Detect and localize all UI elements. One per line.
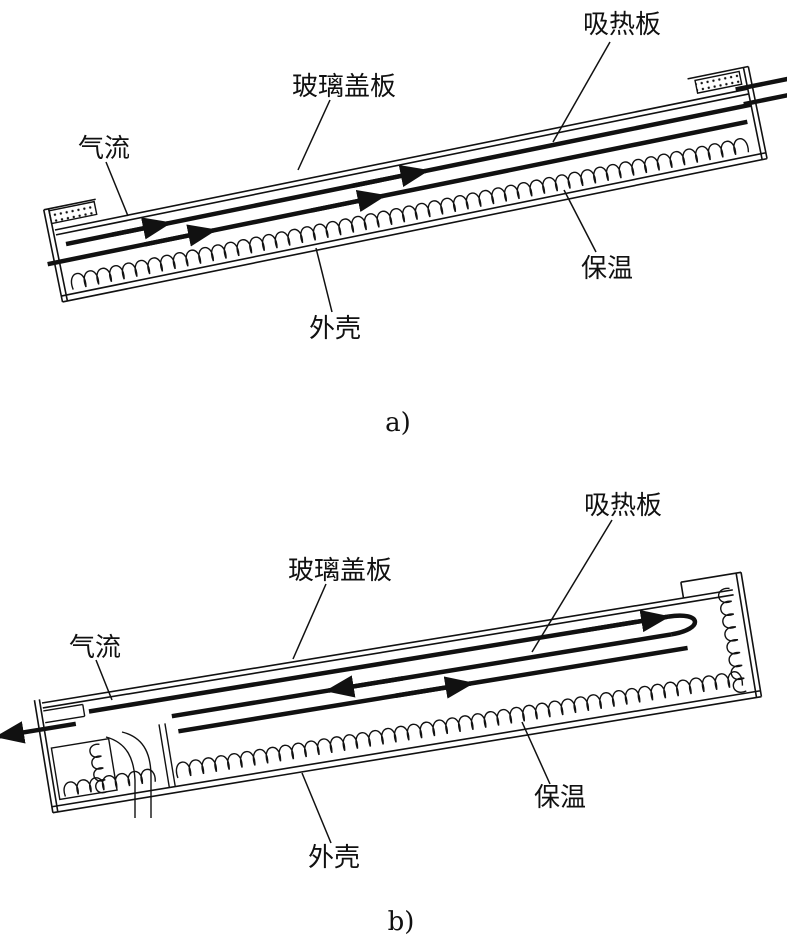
label-insulation-b: 保温 — [534, 783, 586, 813]
caption-b: b) — [388, 907, 415, 937]
insulation-squiggle-left-box — [89, 743, 108, 794]
label-insulation-a: 保温 — [581, 254, 633, 284]
flow-arrow — [111, 217, 172, 240]
flow-arrow — [144, 224, 218, 247]
caption-a: a) — [385, 408, 411, 438]
leader-insulation-b — [521, 721, 551, 785]
internal-divider — [158, 723, 176, 788]
flow-arrow — [395, 676, 475, 699]
leader-shell-a — [315, 247, 333, 313]
glass-cover — [41, 589, 734, 709]
label-glass-b: 玻璃盖板 — [288, 556, 392, 586]
outer-shell — [42, 65, 768, 303]
label-airflow-b: 气流 — [69, 633, 121, 663]
u-turn — [667, 613, 698, 637]
left-insulation-box — [50, 737, 118, 801]
flow-arrow — [582, 609, 671, 633]
leader-absorber-b — [531, 519, 613, 653]
flow-arrow — [351, 164, 430, 189]
insulation-squiggle-left — [63, 768, 156, 797]
leader-insulation-a — [563, 189, 597, 253]
return-flow-line — [171, 632, 672, 719]
leader-glass-b — [292, 583, 327, 660]
insulation-squiggle — [175, 671, 744, 779]
exit-pipe — [121, 731, 152, 818]
flow-arrow — [310, 189, 387, 213]
collector-b — [0, 571, 763, 814]
inlet-duct — [48, 200, 98, 225]
label-glass-a: 玻璃盖板 — [292, 72, 396, 102]
label-absorber-b: 吸热板 — [584, 491, 662, 521]
insulation-squiggle-right-end — [718, 587, 747, 693]
leader-absorber-a — [552, 41, 611, 143]
inlet-duct — [43, 703, 86, 724]
leader-airflow-b — [95, 659, 113, 701]
outer-shell — [33, 571, 763, 814]
upper-flow-line — [88, 614, 669, 714]
label-airflow-a: 气流 — [78, 134, 130, 164]
label-shell-b: 外壳 — [308, 843, 360, 873]
exit-pipe — [105, 736, 136, 818]
outlet-arrow-left — [0, 721, 77, 744]
leader-shell-b — [301, 772, 332, 844]
outlet-arrow — [743, 84, 787, 107]
outlet-duct — [694, 70, 743, 94]
flow-arrow-left — [324, 675, 404, 698]
glass-cover — [54, 88, 749, 236]
leader-glass-a — [297, 99, 331, 171]
insulation-squiggle — [70, 138, 750, 290]
collector-a — [42, 65, 787, 303]
leader-airflow-a — [105, 161, 129, 217]
label-absorber-a: 吸热板 — [583, 10, 661, 40]
outlet-arrow — [735, 68, 787, 92]
label-shell-a: 外壳 — [309, 314, 361, 344]
